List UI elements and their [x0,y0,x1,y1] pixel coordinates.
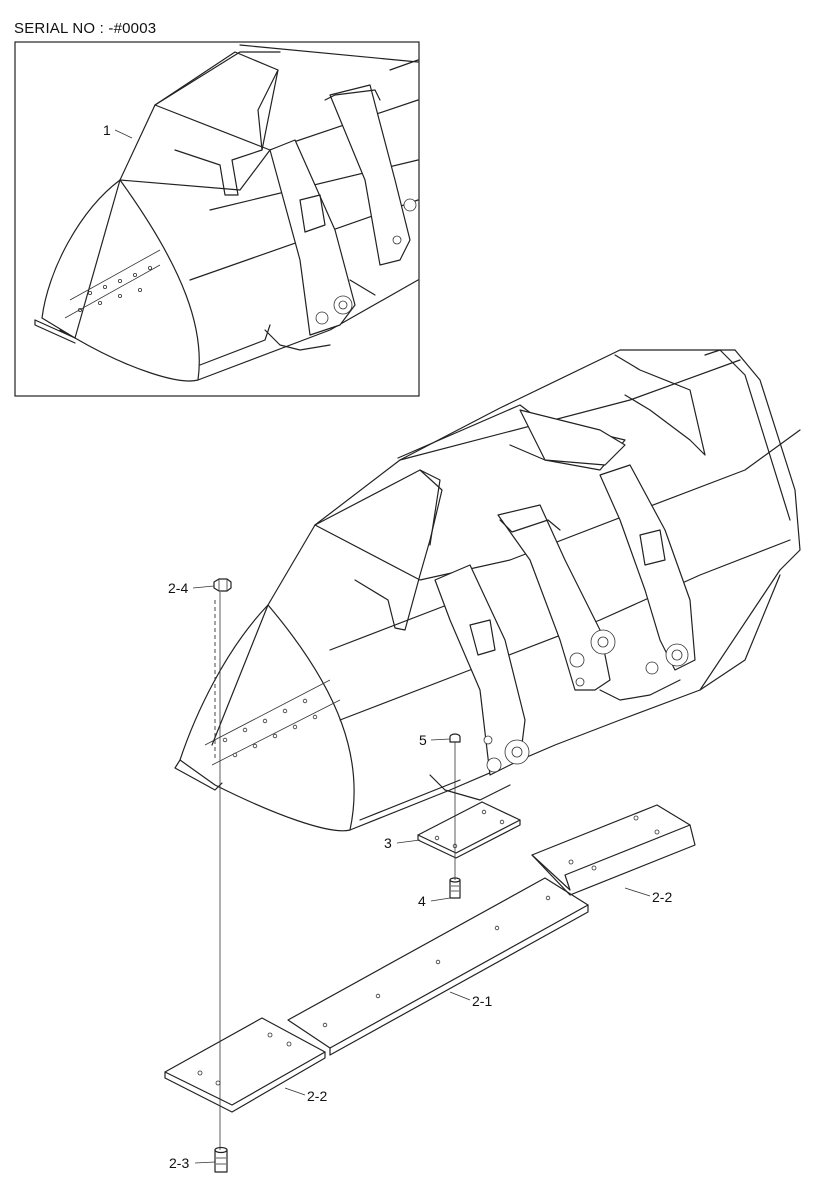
main-bucket-view [174,349,801,832]
callout-2-4: 2-4 [168,580,188,596]
main-bolt-holes [204,679,341,766]
callout-4: 4 [418,893,426,909]
callout-2-1: 2-1 [472,993,492,1009]
inset-callout-1: 1 [103,122,133,139]
callout-2-3: 2-3 [169,1155,189,1171]
inset-bucket-body [34,44,419,382]
callout-2-2-right: 2-2 [652,889,672,905]
part-2-3-bolt [214,1146,228,1173]
part-4-bolt [449,877,461,899]
callout-1: 1 [103,122,111,138]
part-2-4-nut [213,578,232,592]
callout-2-2-right-group: 2-2 [624,887,672,905]
part-2-1-cutting-edge [287,877,589,1056]
callout-2-2-left-group: 2-2 [284,1087,327,1104]
mounting-ears [429,464,781,801]
callout-4-group: 4 [418,893,451,909]
callout-5: 5 [419,732,427,748]
inset-bucket-view: 1 [14,41,420,397]
inset-bolt-holes [64,249,161,319]
callout-5-group: 5 [419,732,451,748]
part-2-2-right-cutter [531,804,696,896]
part-5-nut [449,733,461,743]
serial-number-label: SERIAL NO : -#0003 [14,20,157,37]
callout-3: 3 [384,835,392,851]
callout-2-3-group: 2-3 [169,1155,216,1171]
callout-2-4-group: 2-4 [168,580,215,596]
callout-2-2-left: 2-2 [307,1088,327,1104]
callout-3-group: 3 [384,835,421,851]
part-2-2-left-cutter [164,1017,326,1113]
callout-2-1-group: 2-1 [449,991,492,1009]
part-3-wear-plate [417,801,521,859]
assembly-lines [214,592,456,1150]
